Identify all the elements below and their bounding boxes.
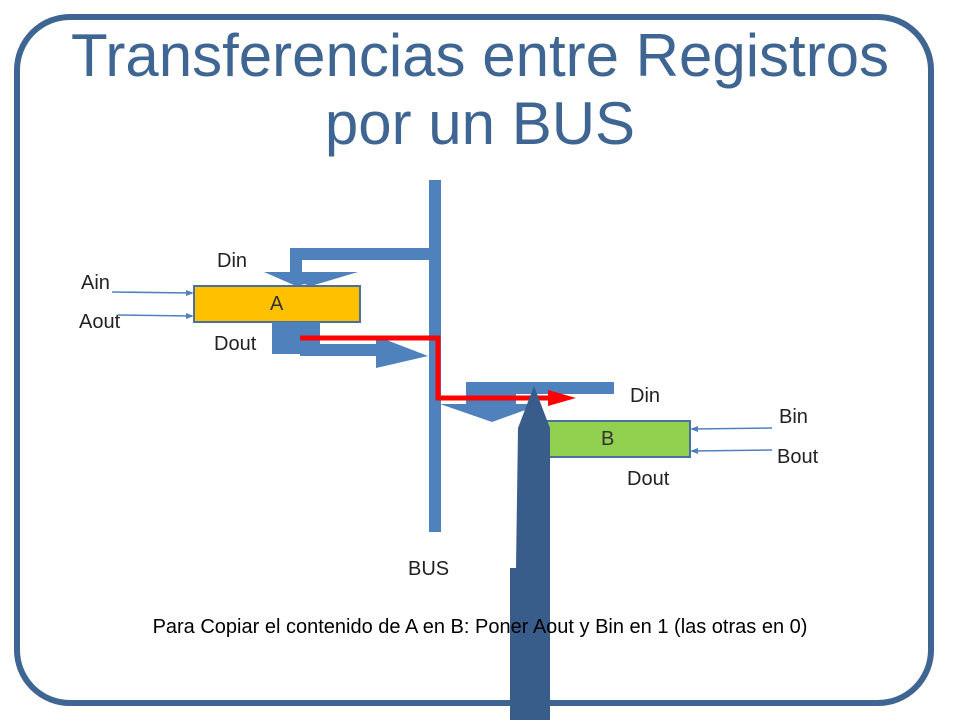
aout-signal-line bbox=[117, 314, 193, 317]
register-b-name: B bbox=[601, 428, 615, 450]
bin-signal-label: Bin bbox=[779, 406, 808, 428]
bin-signal-line bbox=[691, 427, 773, 430]
ain-signal-line bbox=[111, 291, 193, 294]
bus-label: BUS bbox=[408, 558, 450, 580]
register-a-dout-label: Dout bbox=[214, 333, 257, 355]
register-a-din-stem bbox=[290, 248, 302, 273]
pen-pointer bbox=[510, 386, 550, 720]
register-a-dout-shaft bbox=[300, 344, 376, 356]
transfer-path bbox=[300, 335, 548, 401]
register-a-din-label: Din bbox=[217, 250, 248, 272]
bout-signal-line bbox=[691, 449, 773, 452]
title-line-1: Transferencias entre Registros bbox=[70, 22, 890, 89]
ain-signal-label: Ain bbox=[81, 272, 110, 294]
register-a-box bbox=[193, 285, 361, 323]
register-b-din-stem bbox=[466, 382, 516, 406]
register-a-din-connector bbox=[290, 248, 430, 260]
register-b-dout-label: Dout bbox=[627, 468, 670, 490]
bout-signal-label: Bout bbox=[777, 446, 819, 468]
aout-signal-label: Aout bbox=[79, 311, 121, 333]
bin-signal-arrowhead bbox=[690, 426, 698, 432]
transfer-path-arrowhead bbox=[548, 390, 576, 406]
ain-signal-arrowhead bbox=[186, 290, 194, 296]
bout-signal-arrowhead bbox=[690, 448, 698, 454]
aout-signal-arrowhead bbox=[186, 313, 194, 319]
register-a-name: A bbox=[270, 293, 284, 315]
slide-title: Transferencias entre Registros por un BU… bbox=[0, 22, 960, 158]
title-line-2: por un BUS bbox=[324, 90, 636, 157]
register-b-din-arrowhead bbox=[440, 404, 542, 422]
slide-caption: Para Copiar el contenido de A en B: Pone… bbox=[152, 616, 808, 638]
register-a-dout-arrowhead bbox=[376, 336, 428, 368]
register-a-din-arrowhead bbox=[264, 272, 358, 286]
slide-frame bbox=[14, 14, 934, 706]
register-b-din-label: Din bbox=[630, 385, 661, 407]
bus-line bbox=[429, 180, 441, 532]
